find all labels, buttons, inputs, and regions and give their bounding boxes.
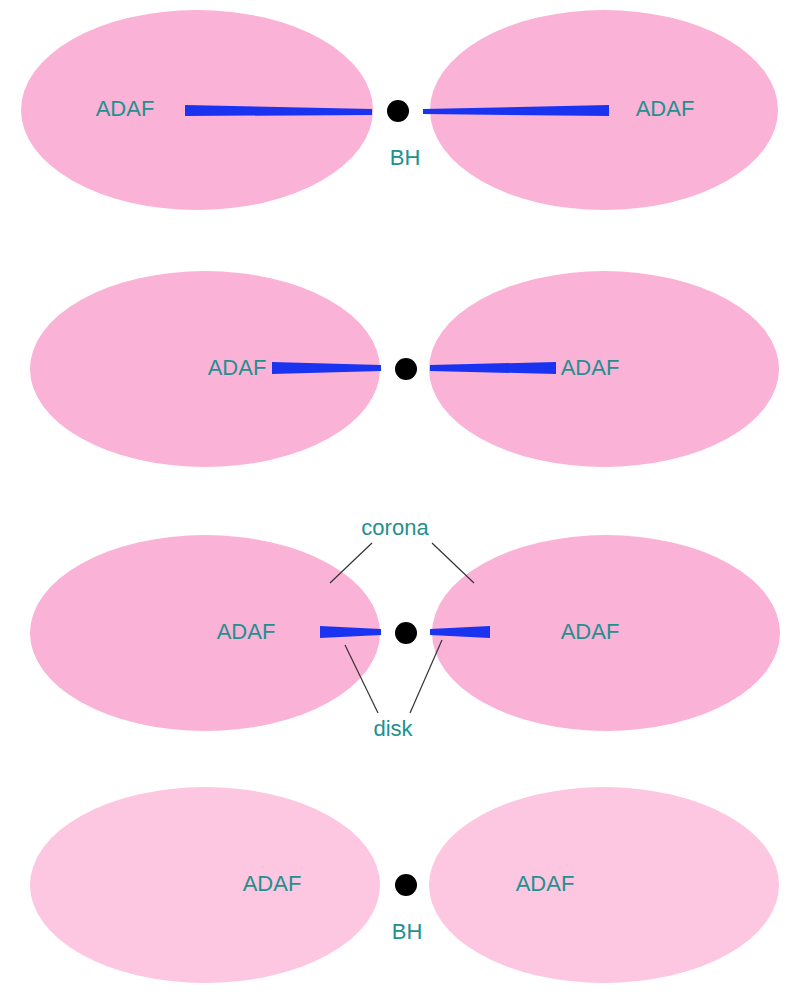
ellipse-outline [429,787,779,983]
region-label: ADAF [208,356,267,380]
region-label: ADAF [96,97,155,121]
leader-line [330,543,372,583]
ellipse-outline [30,271,380,467]
black-hole-node: BH [373,100,423,174]
black-hole-dot [395,358,417,380]
adaf-ellipse: ADAF [429,787,779,983]
adaf-ellipse: ADAF [432,535,780,731]
region-label: ADAF [243,872,302,896]
adaf-ellipse: ADAF [430,10,778,210]
region-label: ADAF [636,97,695,121]
black-hole-dot [395,622,417,644]
corona-label: corona [361,516,428,540]
region-label: ADAF [561,356,620,380]
adaf-ellipse: ADAF [30,271,380,467]
black-hole-node: BH [381,874,431,948]
disk-label: disk [373,717,412,741]
ellipse-outline [430,10,778,210]
ellipse-outline [30,787,380,983]
bh-label: BH [392,920,423,944]
ellipse-outline [21,10,373,210]
region-label: ADAF [516,872,575,896]
leader-line [432,543,474,583]
bh-label: BH [390,146,421,170]
adaf-ellipse: ADAF [429,271,779,467]
region-label: ADAF [217,620,276,644]
ellipse-outline [30,535,380,731]
adaf-ellipse: ADAF [21,10,373,210]
region-label: ADAF [561,620,620,644]
adaf-ellipse: ADAF [30,787,380,983]
adaf-ellipse: ADAF [30,535,380,731]
leader-line [410,640,442,713]
